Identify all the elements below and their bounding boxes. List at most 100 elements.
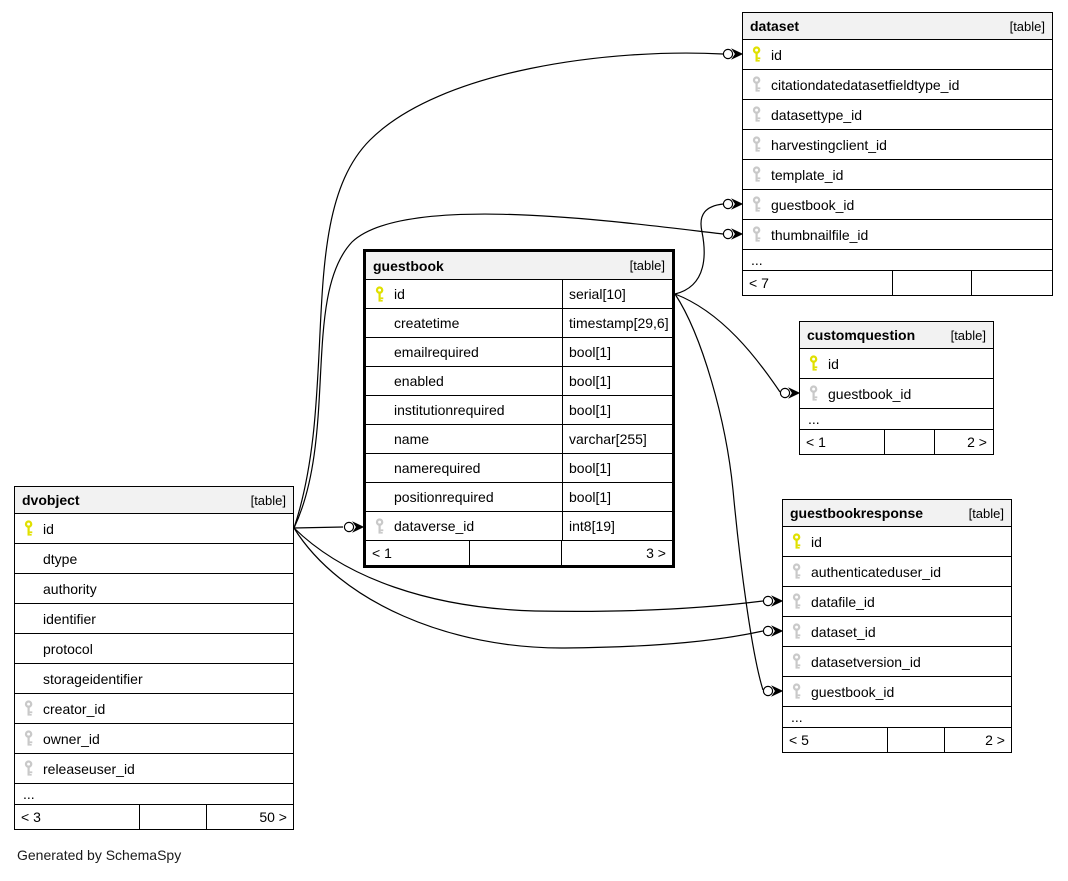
relationship-edge: [293, 526, 344, 529]
table-name[interactable]: dvobject: [22, 492, 80, 508]
column-row-authenticateduser_id: authenticateduser_id: [783, 557, 1011, 587]
foreign-key-icon: [375, 517, 384, 534]
table-header: guestbookresponse[table]: [783, 500, 1011, 527]
foreign-key-icon: [792, 623, 801, 639]
column-name: owner_id: [43, 730, 100, 747]
column-name-cell: authority: [15, 574, 293, 603]
primary-key-icon: [375, 285, 384, 302]
column-name: datasetversion_id: [811, 653, 921, 670]
column-name: guestbook_id: [811, 683, 895, 700]
hidden-columns-ellipsis: ...: [15, 784, 293, 805]
column-name: emailrequired: [394, 344, 479, 360]
foreign-key-icon: [809, 385, 818, 401]
relationship-edge: [293, 527, 764, 612]
column-name: positionrequired: [394, 489, 494, 505]
column-type: bool[1]: [562, 454, 672, 482]
key-icon-slot: [15, 730, 43, 747]
table-header: guestbook[table]: [366, 252, 672, 280]
column-row-id: id: [743, 40, 1052, 70]
column-type: varchar[255]: [562, 425, 672, 453]
footer-middle: [888, 728, 945, 752]
column-row-citationdatedatasetfieldtype_id: citationdatedatasetfieldtype_id: [743, 70, 1052, 100]
foreign-key-icon: [752, 106, 761, 122]
key-icon-slot: [743, 226, 771, 243]
table-header: dvobject[table]: [15, 487, 293, 514]
table-header: dataset[table]: [743, 13, 1052, 40]
edge-circle-connector: [762, 595, 774, 607]
column-name-cell: id: [743, 40, 1052, 69]
relationship-edge: [674, 203, 724, 295]
column-name-cell: owner_id: [15, 724, 293, 753]
table-name[interactable]: customquestion: [807, 327, 916, 343]
column-name: datafile_id: [811, 593, 875, 610]
key-icon-slot: [783, 623, 811, 640]
column-row-harvestingclient_id: harvestingclient_id: [743, 130, 1052, 160]
column-name-cell: datasettype_id: [743, 100, 1052, 129]
foreign-key-icon: [752, 76, 761, 92]
column-name: dataset_id: [811, 623, 876, 640]
column-name: thumbnailfile_id: [771, 226, 869, 243]
table-dataset[interactable]: dataset[table] id citationdatedatasetfield…: [742, 12, 1053, 296]
table-name[interactable]: dataset: [750, 18, 800, 34]
key-icon-slot: [783, 593, 811, 610]
column-name: id: [43, 520, 54, 537]
edge-arrowhead: [731, 48, 744, 60]
foreign-key-icon: [752, 136, 761, 152]
column-name: id: [771, 46, 782, 63]
column-name-cell: releaseuser_id: [15, 754, 293, 783]
footer-right: [972, 271, 1052, 295]
table-name[interactable]: guestbookresponse: [790, 505, 924, 521]
column-type: bool[1]: [562, 483, 672, 511]
column-name-cell: emailrequired: [366, 338, 562, 366]
table-header: customquestion[table]: [800, 322, 993, 349]
key-icon-slot: [15, 760, 43, 777]
column-row-positionrequired: positionrequired bool[1]: [366, 483, 672, 512]
column-name: guestbook_id: [771, 196, 855, 213]
foreign-key-icon: [24, 700, 33, 716]
edge-arrowhead: [771, 595, 784, 607]
footer-left: < 7: [743, 271, 893, 295]
column-row-protocol: protocol: [15, 634, 293, 664]
key-icon-slot: [743, 136, 771, 153]
column-name-cell: datasetversion_id: [783, 647, 1011, 676]
key-icon-slot: [800, 385, 828, 402]
column-row-id: id: [15, 514, 293, 544]
relationship-edge: [293, 527, 764, 649]
primary-key-icon: [24, 520, 33, 536]
column-name: guestbook_id: [828, 385, 912, 402]
column-name-cell: creator_id: [15, 694, 293, 723]
column-name-cell: template_id: [743, 160, 1052, 189]
edge-arrowhead: [771, 625, 784, 637]
column-row-dtype: dtype: [15, 544, 293, 574]
table-guestbookresponse[interactable]: guestbookresponse[table] id authenticatedu…: [782, 499, 1012, 753]
foreign-key-icon: [792, 683, 801, 699]
table-name[interactable]: guestbook: [373, 257, 444, 274]
column-row-datasetversion_id: datasetversion_id: [783, 647, 1011, 677]
footer-left: < 3: [15, 805, 141, 829]
column-row-datafile_id: datafile_id: [783, 587, 1011, 617]
column-name: id: [811, 533, 822, 550]
edge-circle-connector: [762, 685, 774, 697]
column-row-id: id: [783, 527, 1011, 557]
column-name-cell: name: [366, 425, 562, 453]
column-row-guestbook_id: guestbook_id: [743, 190, 1052, 220]
column-row-guestbook_id: guestbook_id: [800, 379, 993, 409]
column-name-cell: institutionrequired: [366, 396, 562, 424]
column-name-cell: id: [800, 349, 993, 378]
column-row-template_id: template_id: [743, 160, 1052, 190]
column-name-cell: guestbook_id: [743, 190, 1052, 219]
relationship-edge: [293, 213, 724, 529]
key-icon-slot: [743, 76, 771, 93]
column-name-cell: datafile_id: [783, 587, 1011, 616]
column-row-datasettype_id: datasettype_id: [743, 100, 1052, 130]
column-row-releaseuser_id: releaseuser_id: [15, 754, 293, 784]
